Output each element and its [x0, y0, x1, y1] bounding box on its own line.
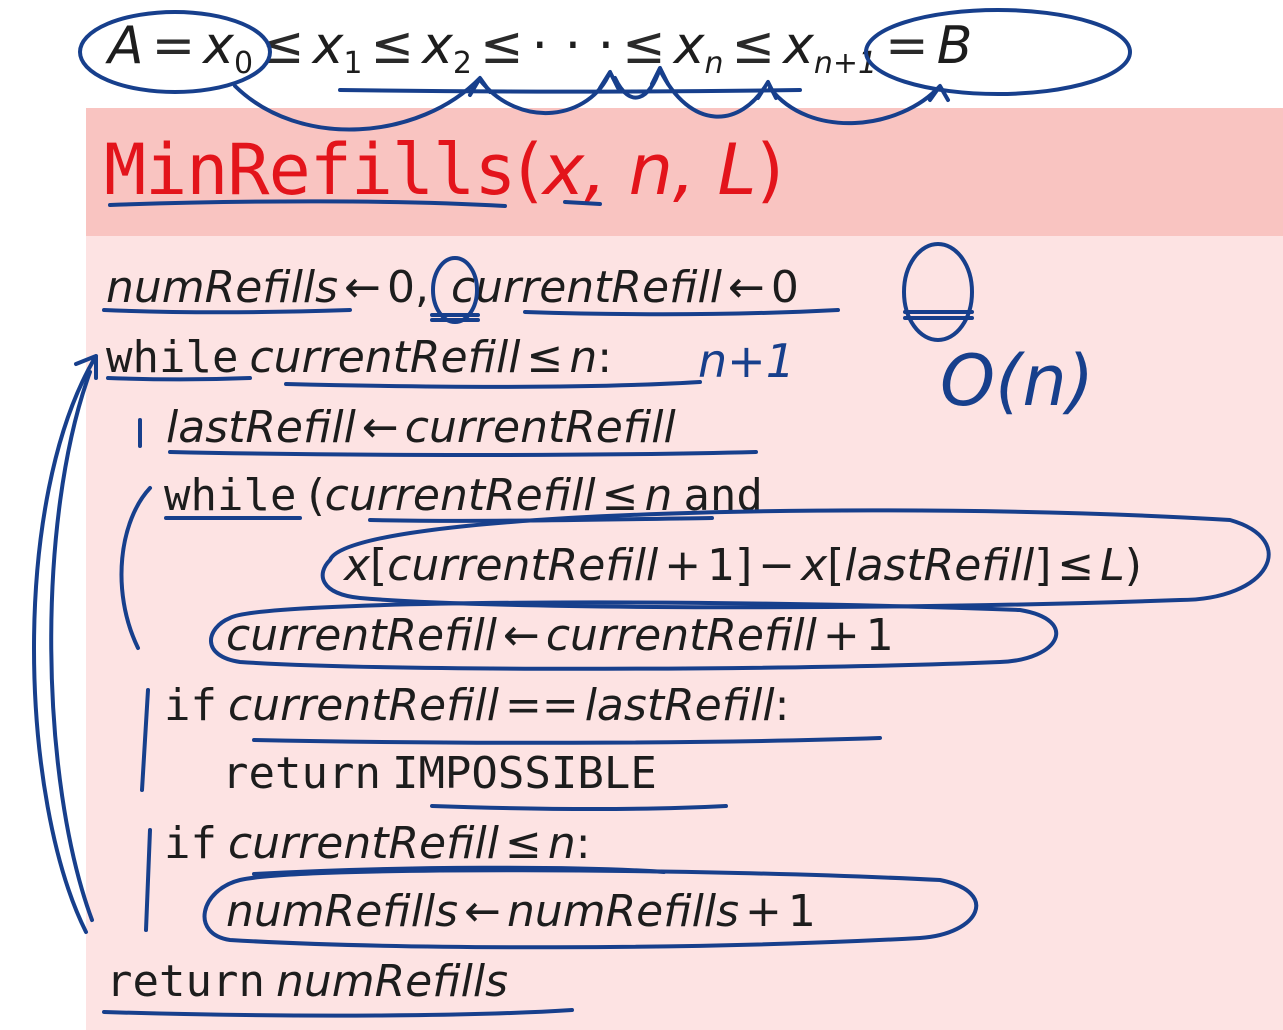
- keyword-if: if: [164, 680, 217, 731]
- value-impossible: IMPOSSIBLE: [391, 748, 657, 799]
- assign-arrow: ←: [344, 262, 381, 313]
- colon: :: [774, 680, 790, 731]
- var-numrefills: numRefills: [275, 956, 509, 1007]
- seq-subn1: n+1: [813, 46, 878, 81]
- le-operator: ≤: [504, 818, 542, 869]
- left-bracket: [: [370, 540, 388, 591]
- close-paren: ): [1124, 540, 1142, 591]
- var-x: x: [344, 540, 371, 591]
- assign-arrow: ←: [464, 886, 501, 937]
- var-currentrefill: currentRefill: [226, 610, 497, 661]
- seq-le-5: ≤: [731, 16, 776, 76]
- handwritten-loop-count: n+1: [698, 334, 795, 388]
- comma: ,: [414, 262, 429, 313]
- handwritten-complexity: O(n): [940, 340, 1095, 422]
- seq-subn: n: [704, 46, 724, 81]
- right-bracket: ]: [735, 540, 753, 591]
- var-currentrefill: currentRefill: [404, 402, 676, 453]
- colon: :: [575, 818, 591, 869]
- title-open-paren: (: [515, 129, 543, 211]
- seq-le-1: ≤: [261, 16, 305, 76]
- seq-xn1: x: [783, 16, 814, 76]
- le-operator: ≤: [601, 470, 639, 521]
- eq-operator: ==: [504, 680, 579, 731]
- seq-a: A: [108, 16, 144, 76]
- code-line-10: numRefills←numRefills+1: [226, 886, 816, 938]
- code-line-2: while currentRefill≤n:: [106, 332, 612, 384]
- right-bracket: ]: [1034, 540, 1052, 591]
- seq-sub2: 2: [452, 46, 472, 81]
- var-n: n: [547, 818, 576, 869]
- keyword-while: while: [164, 470, 297, 521]
- zero-literal: 0: [770, 262, 799, 313]
- var-currentrefill: currentRefill: [450, 262, 722, 313]
- seq-le-3: ≤: [479, 16, 524, 76]
- le-operator: ≤: [1057, 540, 1095, 591]
- code-line-1: numRefills←0, currentRefill←0: [106, 262, 799, 314]
- var-numrefills: numRefills: [226, 886, 459, 937]
- open-paren: (: [307, 470, 325, 521]
- colon: :: [597, 332, 613, 383]
- seq-b: B: [936, 16, 973, 76]
- plus-operator: +: [822, 610, 860, 661]
- var-currentrefill: currentRefill: [227, 680, 499, 731]
- var-lastrefill: lastRefill: [584, 680, 775, 731]
- var-x: x: [801, 540, 828, 591]
- slide-title: MinRefills(x, n, L): [104, 128, 784, 214]
- assign-arrow: ←: [727, 262, 765, 313]
- var-numrefills: numRefills: [506, 886, 740, 937]
- seq-sub0: 0: [233, 46, 254, 81]
- seq-x2: x: [422, 16, 453, 76]
- seq-le-2: ≤: [370, 16, 415, 76]
- code-line-8: return IMPOSSIBLE: [222, 748, 657, 800]
- sequence-header: A=x0≤x1≤x2≤· · ·≤xn≤xn+1=B: [108, 16, 972, 94]
- var-currentrefill: currentRefill: [249, 332, 521, 383]
- var-currentrefill: currentRefill: [324, 470, 596, 521]
- code-line-3: lastRefill←currentRefill: [166, 402, 676, 454]
- function-name: MinRefills: [104, 129, 516, 211]
- seq-eq-2: =: [885, 16, 929, 76]
- code-line-11: return numRefills: [106, 956, 508, 1008]
- seq-eq: =: [151, 16, 196, 76]
- var-numrefills: numRefills: [106, 262, 339, 313]
- seq-x0: x: [203, 16, 234, 76]
- function-args: x, n, L: [542, 129, 757, 211]
- code-line-6: currentRefill←currentRefill+1: [226, 610, 894, 662]
- seq-sub1: 1: [343, 46, 363, 81]
- var-l: L: [1100, 540, 1125, 591]
- keyword-if: if: [164, 818, 217, 869]
- seq-x1: x: [312, 16, 344, 76]
- var-currentrefill: currentRefill: [227, 818, 499, 869]
- minus-operator: −: [758, 540, 796, 591]
- code-line-4: while (currentRefill≤n and: [164, 470, 763, 522]
- var-currentrefill: currentRefill: [387, 540, 659, 591]
- keyword-and: and: [683, 470, 763, 521]
- var-currentrefill: currentRefill: [545, 610, 817, 661]
- seq-xn: x: [673, 16, 705, 76]
- code-line-5: x[currentRefill+1]−x[lastRefill]≤L): [344, 540, 1142, 592]
- one-literal: 1: [707, 540, 736, 591]
- assign-arrow: ←: [361, 402, 399, 453]
- plus-operator: +: [745, 886, 782, 937]
- one-literal: 1: [865, 610, 894, 661]
- code-line-7: if currentRefill==lastRefill:: [164, 680, 789, 732]
- keyword-return: return: [222, 748, 381, 799]
- plus-operator: +: [664, 540, 702, 591]
- keyword-return: return: [106, 956, 265, 1007]
- one-literal: 1: [787, 886, 816, 937]
- var-n: n: [644, 470, 673, 521]
- var-lastrefill: lastRefill: [166, 402, 356, 453]
- seq-dots: · · ·: [531, 16, 615, 76]
- assign-arrow: ←: [502, 610, 540, 661]
- seq-le-4: ≤: [622, 16, 666, 76]
- zero-literal: 0: [386, 262, 415, 313]
- var-n: n: [569, 332, 598, 383]
- title-close-paren: ): [756, 129, 784, 211]
- code-line-9: if currentRefill≤n:: [164, 818, 591, 870]
- left-bracket: [: [827, 540, 845, 591]
- var-lastrefill: lastRefill: [844, 540, 1035, 591]
- keyword-while: while: [106, 332, 239, 383]
- le-operator: ≤: [526, 332, 564, 383]
